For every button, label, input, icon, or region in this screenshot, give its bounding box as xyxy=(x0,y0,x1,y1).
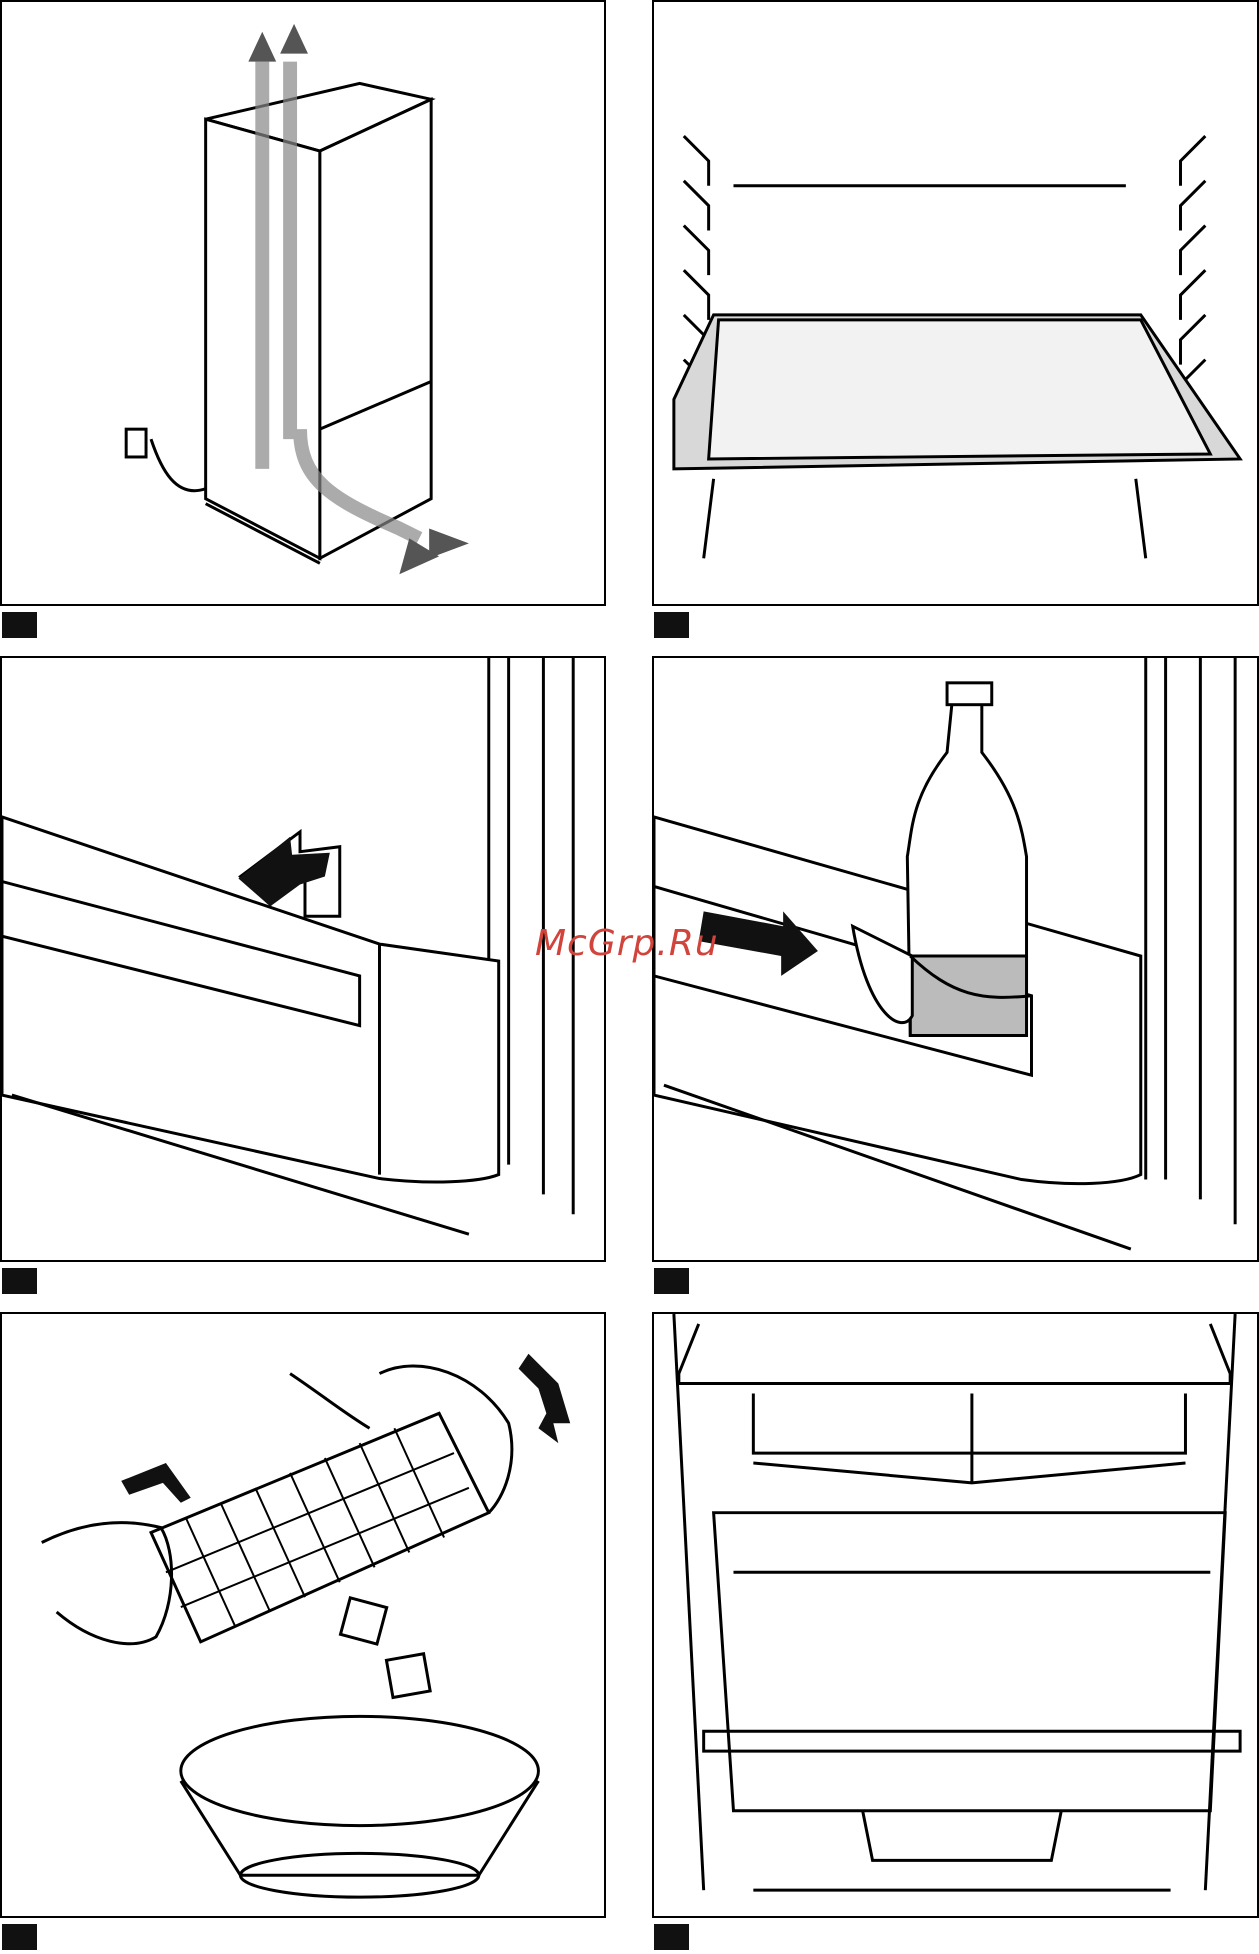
figure-4-tag xyxy=(654,1268,689,1294)
figure-3-tag xyxy=(2,1268,37,1294)
figure-1-tag xyxy=(2,612,37,638)
fridge-airflow-illustration xyxy=(2,2,604,604)
figure-shelf xyxy=(652,0,1259,606)
bottle-shelf-illustration xyxy=(654,658,1257,1260)
figure-door-shelf xyxy=(0,656,606,1262)
ice-tray-illustration xyxy=(2,1314,604,1916)
door-shelf-illustration xyxy=(2,658,604,1260)
figure-airflow xyxy=(0,0,606,606)
glass-shelf-illustration xyxy=(654,2,1257,604)
figure-drawers xyxy=(652,1312,1259,1918)
figure-5-tag xyxy=(2,1924,37,1950)
freezer-drawers-illustration xyxy=(654,1314,1257,1916)
figure-ice-tray xyxy=(0,1312,606,1918)
figure-6-tag xyxy=(654,1924,689,1950)
figure-2-tag xyxy=(654,612,689,638)
watermark: McGrp.Ru xyxy=(535,923,719,964)
figure-bottle xyxy=(652,656,1259,1262)
